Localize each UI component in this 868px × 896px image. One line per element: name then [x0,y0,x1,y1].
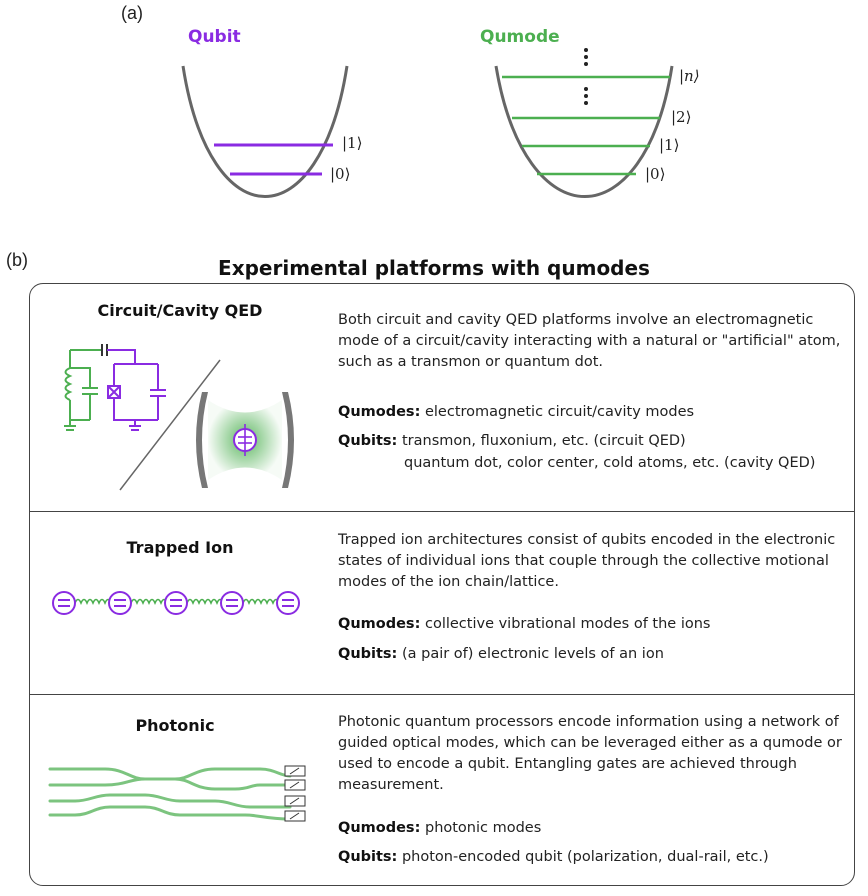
qumode-ket-1: |1⟩ [659,136,680,154]
qubits-label: Qubits: [338,646,398,662]
lc-circuit-green [64,349,102,431]
platforms-title: Experimental platforms with qumodes [218,256,650,280]
detector-2 [284,779,306,791]
photonic-qubits: Qubits: photon-encoded qubit (polarizati… [338,847,848,868]
ion-3 [164,591,188,615]
row-divider-2 [30,694,854,695]
qubit-ket-0: |0⟩ [330,165,351,183]
qumodes-label: Qumodes: [338,820,421,836]
qumodes-value: photonic modes [424,820,542,836]
qubit-title: Qubit [188,27,241,47]
trapped-ion-title: Trapped Ion [126,538,234,557]
trapped-ion-qumodes: Qumodes: collective vibrational modes of… [338,614,848,635]
qubit-ket-1: |1⟩ [342,134,363,152]
circuit-cavity-illustration [64,344,294,491]
qumode-title: Qumode [480,27,560,47]
qumodes-value: collective vibrational modes of the ions [424,616,711,632]
coupling-capacitor [101,344,108,356]
detector-1 [284,765,306,777]
ion-springs [74,598,280,606]
photonic-circuit-illustration [48,765,306,822]
ion-atoms [52,591,300,615]
qubits-value: (a pair of) electronic levels of an ion [401,646,664,662]
trapped-ion-description: Trapped ion architectures consist of qub… [338,532,836,590]
qumode-ket-2: |2⟩ [671,108,692,126]
circuit-qed-title: Circuit/Cavity QED [97,301,263,320]
energy-level-diagrams [181,48,674,198]
panel-a-label: (a) [121,3,143,23]
qubit-potential-well [181,65,349,198]
panel-b-label: (b) [6,250,28,270]
diagonal-separator [119,359,221,491]
qumodes-label: Qumodes: [338,404,421,420]
qumode-ket-n: |n⟩ [679,67,700,85]
trapped-ion-qubits: Qubits: (a pair of) electronic levels of… [338,644,848,665]
ion-chain-illustration [52,591,300,615]
detector-3 [284,795,306,807]
detectors [284,765,306,822]
ion-5 [276,591,300,615]
circuit-qed-qubits-line2: quantum dot, color center, cold atoms, e… [404,455,816,471]
atom-icon [233,424,257,456]
cavity-mirror-right [282,392,294,488]
circuit-qed-qubits: Qubits: transmon, fluxonium, etc. (circu… [338,431,848,452]
photonic-title: Photonic [135,716,215,735]
qubits-label: Qubits: [338,849,398,865]
circuit-qed-qumodes: Qumodes: electromagnetic circuit/cavity … [338,402,848,423]
ellipsis-dots-middle [584,87,588,105]
ellipsis-dots-top [584,48,588,66]
photonic-description: Photonic quantum processors encode infor… [338,714,842,793]
detector-4 [284,810,306,822]
photonic-qumodes: Qumodes: photonic modes [338,818,848,839]
qumode-potential-well [494,65,674,198]
ion-4 [220,591,244,615]
ion-1 [52,591,76,615]
row-divider-1 [30,511,854,512]
circuit-qed-description: Both circuit and cavity QED platforms in… [338,312,841,370]
qubits-value: transmon, fluxonium, etc. (circuit QED) [401,433,686,449]
qubits-value: photon-encoded qubit (polarization, dual… [401,849,769,865]
platforms-box [29,283,855,886]
qumodes-value: electromagnetic circuit/cavity modes [424,404,695,420]
transmon-circuit-purple [107,349,166,431]
waveguides [48,767,292,821]
qubits-label: Qubits: [338,433,398,449]
cavity-mirror-left [196,392,208,488]
ion-2 [108,591,132,615]
qumodes-label: Qumodes: [338,616,421,632]
qumode-ket-0: |0⟩ [645,165,666,183]
